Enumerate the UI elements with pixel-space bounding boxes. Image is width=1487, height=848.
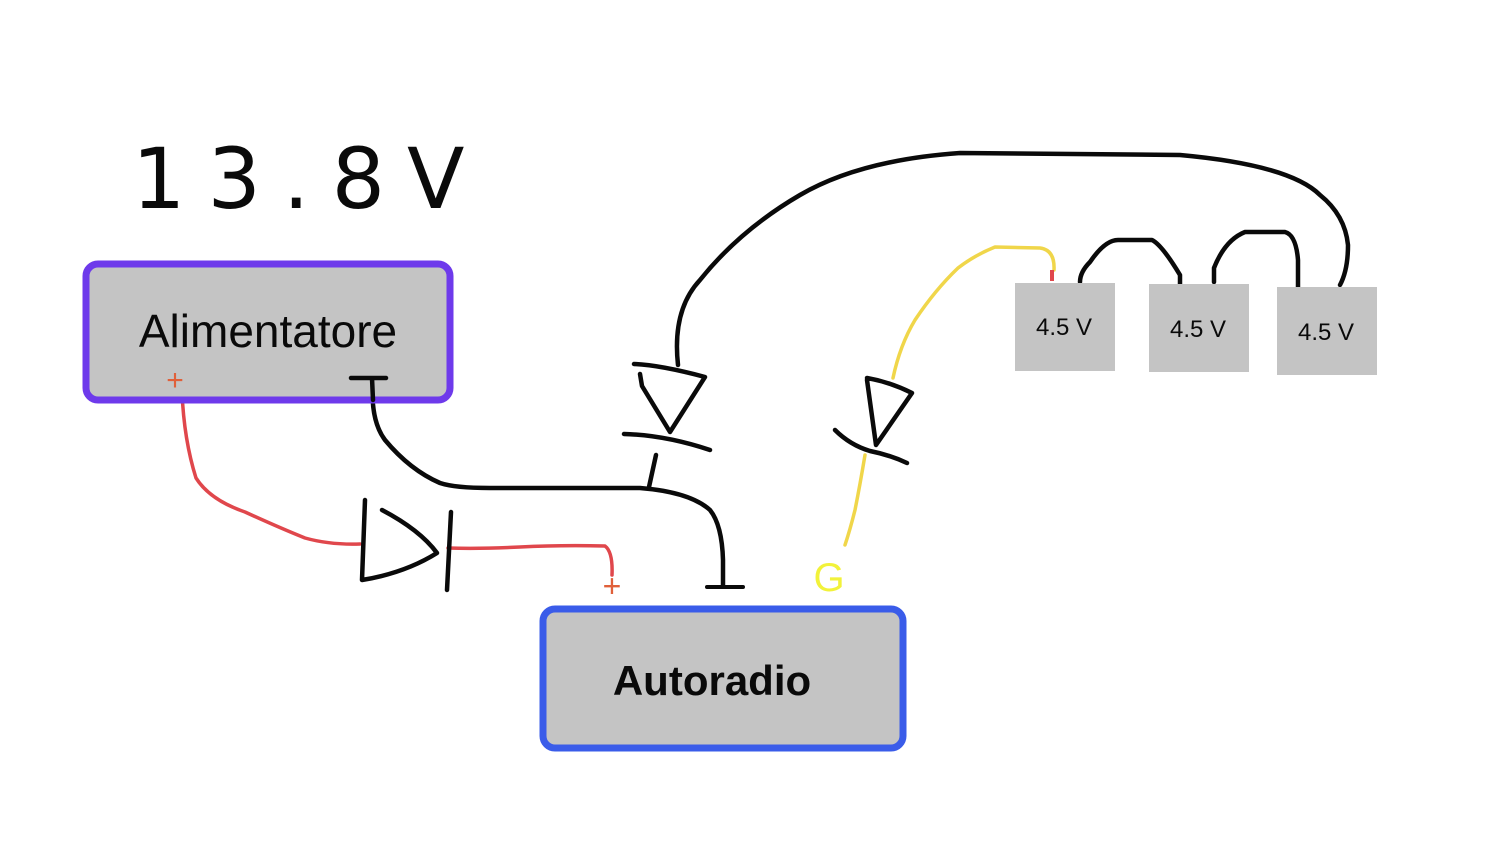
battery-3-box bbox=[1277, 287, 1377, 375]
car-radio-label: Autoradio bbox=[613, 657, 811, 704]
wire-signal-g bbox=[891, 245, 1056, 380]
battery-3-label: 4.5 V bbox=[1298, 319, 1354, 346]
car-radio-plus-terminal: + bbox=[603, 568, 622, 604]
diode-1-bar bbox=[621, 431, 713, 453]
power-supply-label: Alimentatore bbox=[139, 305, 397, 357]
power-supply-box bbox=[82, 260, 454, 404]
car-radio-ground-terminal-icon bbox=[705, 558, 745, 589]
car-radio-box bbox=[539, 605, 907, 752]
battery-1: 4.5 V bbox=[1015, 283, 1115, 371]
voltage-title: 13.8V bbox=[132, 130, 487, 228]
diode-series-bar bbox=[444, 509, 454, 593]
wire-diode1-ground bbox=[646, 452, 659, 490]
car-radio: Autoradio + G bbox=[539, 556, 907, 752]
diode-2-triangle bbox=[864, 375, 915, 448]
diode-1-triangle bbox=[631, 361, 708, 435]
battery-1-box bbox=[1015, 283, 1115, 371]
wire-signal-g-lower bbox=[843, 453, 867, 547]
diode-battery-ground bbox=[621, 361, 713, 453]
battery-2: 4.5 V bbox=[1149, 284, 1249, 372]
wire-positive-out bbox=[446, 543, 614, 577]
battery-2-label: 4.5 V bbox=[1170, 316, 1226, 343]
diode-series bbox=[359, 497, 454, 593]
diode-series-triangle bbox=[359, 497, 440, 583]
power-supply-minus-terminal-icon bbox=[348, 375, 389, 403]
car-radio-g-terminal: G bbox=[813, 556, 844, 600]
wire-jumper-2-3 bbox=[1211, 229, 1301, 290]
wire-positive-in bbox=[180, 390, 362, 546]
diode-signal-g bbox=[832, 375, 915, 466]
wire-jumper-1-2 bbox=[1077, 237, 1183, 287]
battery-1-label: 4.5 V bbox=[1036, 314, 1092, 341]
wire-battery-return bbox=[674, 150, 1351, 368]
wire-ground bbox=[370, 377, 726, 588]
power-supply: Alimentatore + bbox=[82, 260, 454, 404]
diode-2-bar bbox=[832, 427, 910, 466]
battery-3: 4.5 V bbox=[1277, 287, 1377, 375]
power-supply-plus-terminal: + bbox=[166, 364, 184, 397]
battery-2-box bbox=[1149, 284, 1249, 372]
